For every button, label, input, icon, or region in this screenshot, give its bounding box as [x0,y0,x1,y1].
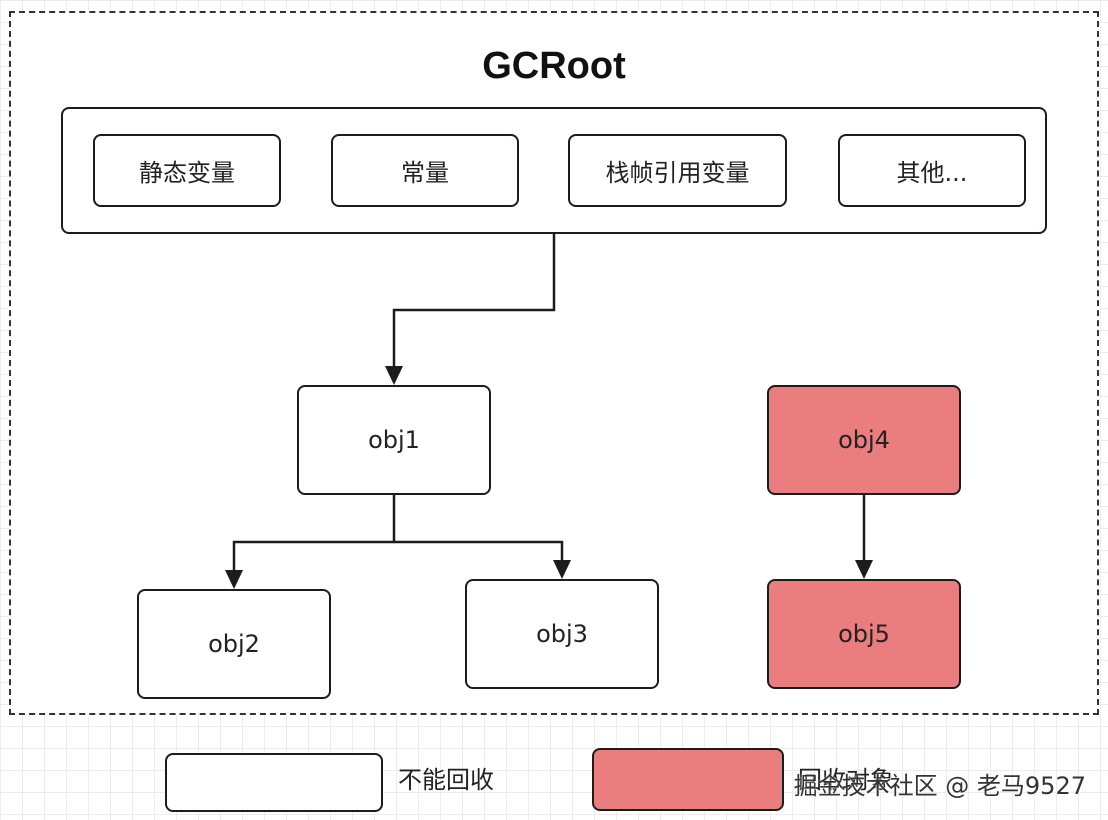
arrow-obj1-to-obj2 [232,495,396,572]
diagram-title: GCRoot [482,45,626,87]
gcroot-item-others: 其他... [838,134,1026,207]
arrowhead-obj5 [855,560,873,579]
obj2-node: obj2 [137,589,331,699]
obj3-node: obj3 [465,579,659,689]
arrow-obj1-to-obj3 [394,540,564,562]
obj5-node: obj5 [767,579,961,689]
arrow-gcroot-to-obj1 [392,234,556,368]
legend-swatch-collectable [592,748,784,811]
arrowhead-obj1 [385,366,403,385]
legend-label-collectable: 回收对象 [798,766,894,794]
gcroot-item-static-variables: 静态变量 [93,134,281,207]
obj4-node: obj4 [767,385,961,495]
legend-swatch-not-collectable [165,753,383,812]
arrowhead-obj2 [225,570,243,589]
arrowhead-obj3 [553,560,571,579]
watermark: 掘金技术社区 @ 老马9527 [793,772,1086,800]
obj1-node: obj1 [297,385,491,495]
gcroot-item-constants: 常量 [331,134,519,207]
gcroot-item-stack-frame-refs: 栈帧引用变量 [568,134,787,207]
legend-label-not-collectable: 不能回收 [398,766,494,794]
